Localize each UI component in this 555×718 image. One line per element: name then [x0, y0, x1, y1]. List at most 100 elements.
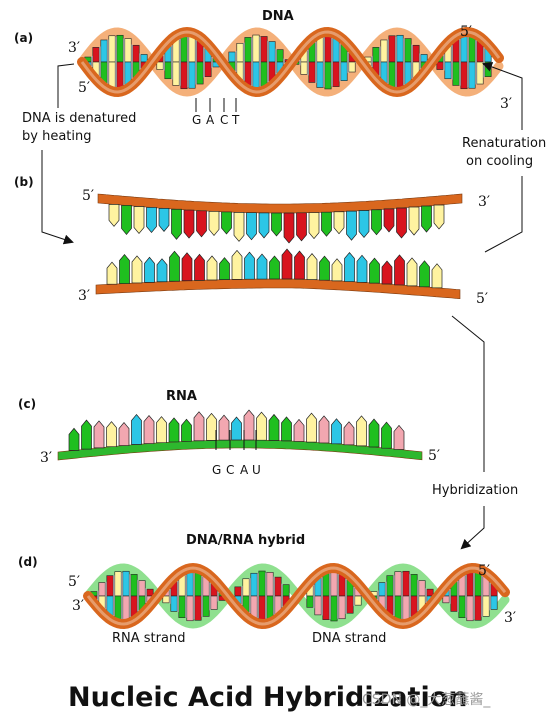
base-block — [180, 34, 188, 63]
base-block — [106, 575, 114, 597]
base-block — [202, 595, 210, 617]
base-block — [332, 61, 340, 87]
denature-connector-line — [57, 63, 75, 108]
base-block — [372, 47, 380, 63]
base-block — [368, 418, 380, 448]
base-block — [124, 38, 132, 63]
base-block — [146, 207, 157, 234]
base-block — [436, 61, 444, 70]
base-letter-t: T — [231, 113, 240, 127]
rna-base-letter-g: G — [212, 463, 221, 477]
base-block — [380, 39, 388, 63]
base-block — [426, 588, 434, 597]
base-block — [402, 570, 410, 597]
base-block — [354, 595, 362, 606]
base-block — [258, 570, 266, 597]
helix-a-left-bottom-end: 5′ — [78, 80, 90, 96]
base-block — [108, 204, 120, 227]
base-block — [244, 37, 252, 63]
base-block — [346, 595, 354, 614]
base-block — [186, 595, 194, 622]
base-block — [106, 261, 118, 285]
strand-top-left-end: 5′ — [82, 188, 94, 204]
base-block — [196, 61, 204, 85]
base-block — [172, 61, 180, 86]
base-block — [283, 212, 295, 244]
base-block — [122, 595, 130, 622]
base-block — [460, 61, 468, 90]
base-block — [194, 253, 205, 281]
base-block — [164, 61, 172, 80]
hybridization-arrow — [460, 506, 485, 550]
denature-label-line-2: by heating — [22, 129, 91, 144]
csdn-watermark: CSDN @_大葱蘸酱_ — [362, 692, 491, 708]
base-block — [140, 54, 148, 63]
base-block — [231, 416, 242, 441]
base-block — [316, 61, 324, 88]
base-block — [114, 595, 122, 621]
base-block — [418, 580, 426, 597]
base-block — [381, 260, 393, 285]
base-block — [321, 211, 332, 237]
base-block — [156, 61, 164, 70]
helix-d-right-top-end: 5′ — [478, 563, 490, 579]
helix-a-right-bottom-end: 3′ — [500, 96, 512, 112]
base-block — [388, 61, 396, 89]
base-block — [466, 595, 474, 622]
base-block — [204, 61, 212, 77]
base-block — [228, 51, 236, 63]
base-block — [196, 210, 207, 238]
base-letter-g: G — [192, 113, 201, 127]
base-block — [246, 212, 257, 241]
base-block — [178, 595, 186, 618]
strand-c-backbone — [57, 439, 423, 461]
base-block — [393, 424, 405, 450]
helix-a-left-top-end: 3′ — [68, 40, 80, 56]
base-block — [306, 253, 318, 280]
rna-base-pointer-lines — [215, 430, 257, 450]
strand-b-top-bases — [108, 204, 445, 244]
base-block — [490, 595, 498, 610]
base-block — [412, 44, 420, 63]
hybridization-label: Hybridization — [432, 483, 518, 498]
base-block — [266, 572, 274, 597]
base-block — [188, 35, 196, 63]
base-block — [458, 595, 466, 618]
base-block — [306, 412, 317, 443]
base-block — [333, 211, 345, 235]
base-block — [346, 210, 357, 241]
base-block — [181, 418, 192, 442]
base-block — [131, 413, 142, 445]
base-block — [258, 595, 266, 622]
base-block — [452, 61, 460, 86]
base-block — [208, 211, 220, 236]
base-block — [444, 61, 452, 80]
base-block — [330, 595, 338, 622]
renature-lower-line — [484, 176, 523, 253]
base-block — [132, 44, 140, 63]
base-block — [268, 41, 276, 63]
rna-label: RNA — [166, 389, 197, 404]
base-block — [381, 421, 392, 449]
base-block — [122, 570, 130, 597]
base-block — [138, 580, 146, 597]
base-block — [168, 417, 180, 443]
base-block — [271, 212, 282, 237]
strand-b-bottom-backbone — [95, 278, 461, 300]
base-block — [171, 208, 182, 240]
base-block — [252, 34, 260, 63]
base-block — [296, 212, 307, 242]
base-block — [143, 415, 155, 444]
panel-b-tag: (b) — [14, 175, 34, 189]
renature-arrow — [482, 62, 523, 130]
base-block — [210, 595, 218, 610]
base-block — [92, 47, 100, 63]
base-letter-c: C — [220, 113, 228, 127]
base-block — [269, 255, 280, 280]
base-block — [394, 571, 402, 597]
base-block — [108, 61, 116, 89]
panel-a-tag: (a) — [14, 31, 33, 45]
base-block — [218, 414, 230, 441]
base-block — [144, 256, 155, 283]
renature-label-line-2: on cooling — [466, 154, 533, 169]
